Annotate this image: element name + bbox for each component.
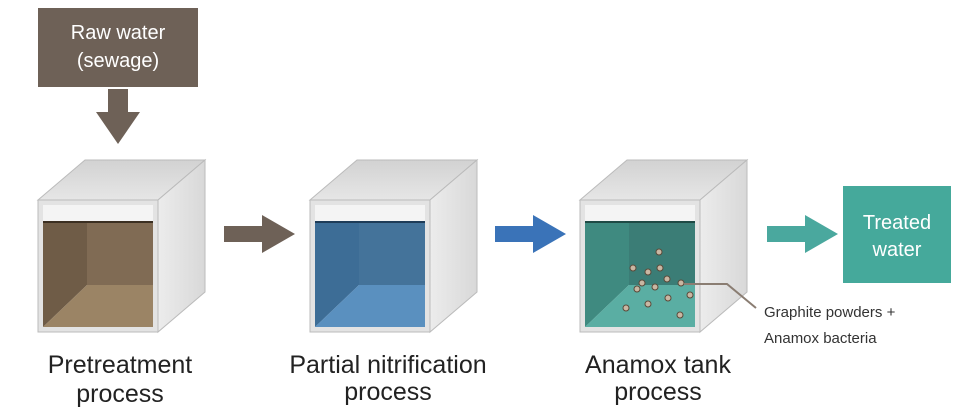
graphite-particles: [622, 248, 694, 319]
raw-water-label-line2: (sewage): [77, 50, 159, 72]
stage-label-nitrification-line1: Partial nitrification: [289, 351, 486, 379]
tank-anamox: [578, 158, 749, 334]
tank-partial-nitrification-water: [315, 221, 425, 327]
stage-label-nitrification-line2: process: [344, 378, 432, 406]
raw-water-label-line1: Raw water: [71, 22, 166, 44]
tank-pretreatment: [36, 158, 207, 334]
treated-water-box: Treated water: [843, 186, 951, 283]
tank-pretreatment-water: [43, 221, 153, 327]
stage-label-anamox-line1: Anamox tank: [585, 351, 731, 379]
callout-leader-line: [684, 283, 757, 309]
stage-label-pretreatment-line1: Pretreatment: [48, 351, 193, 379]
stage-label-anamox-line2: process: [614, 378, 702, 406]
treated-water-label-line1: Treated: [863, 212, 931, 234]
tank-anamox-water: [585, 221, 695, 327]
treated-water-label-line2: water: [872, 239, 922, 261]
tank-partial-nitrification: [308, 158, 479, 334]
raw-water-box: Raw water (sewage): [38, 8, 198, 87]
arrow-right-icon: [767, 215, 838, 253]
callout-line2: Anamox bacteria: [764, 330, 877, 347]
treated-water-box-bg: [843, 186, 951, 283]
stage-label-pretreatment-line2: process: [76, 380, 164, 408]
arrow-right-icon: [495, 215, 566, 253]
arrow-right-icon: [224, 215, 295, 253]
callout-line1: Graphite powders +: [764, 304, 896, 321]
down-arrow-icon: [96, 89, 140, 144]
raw-water-box-bg: [38, 8, 198, 87]
